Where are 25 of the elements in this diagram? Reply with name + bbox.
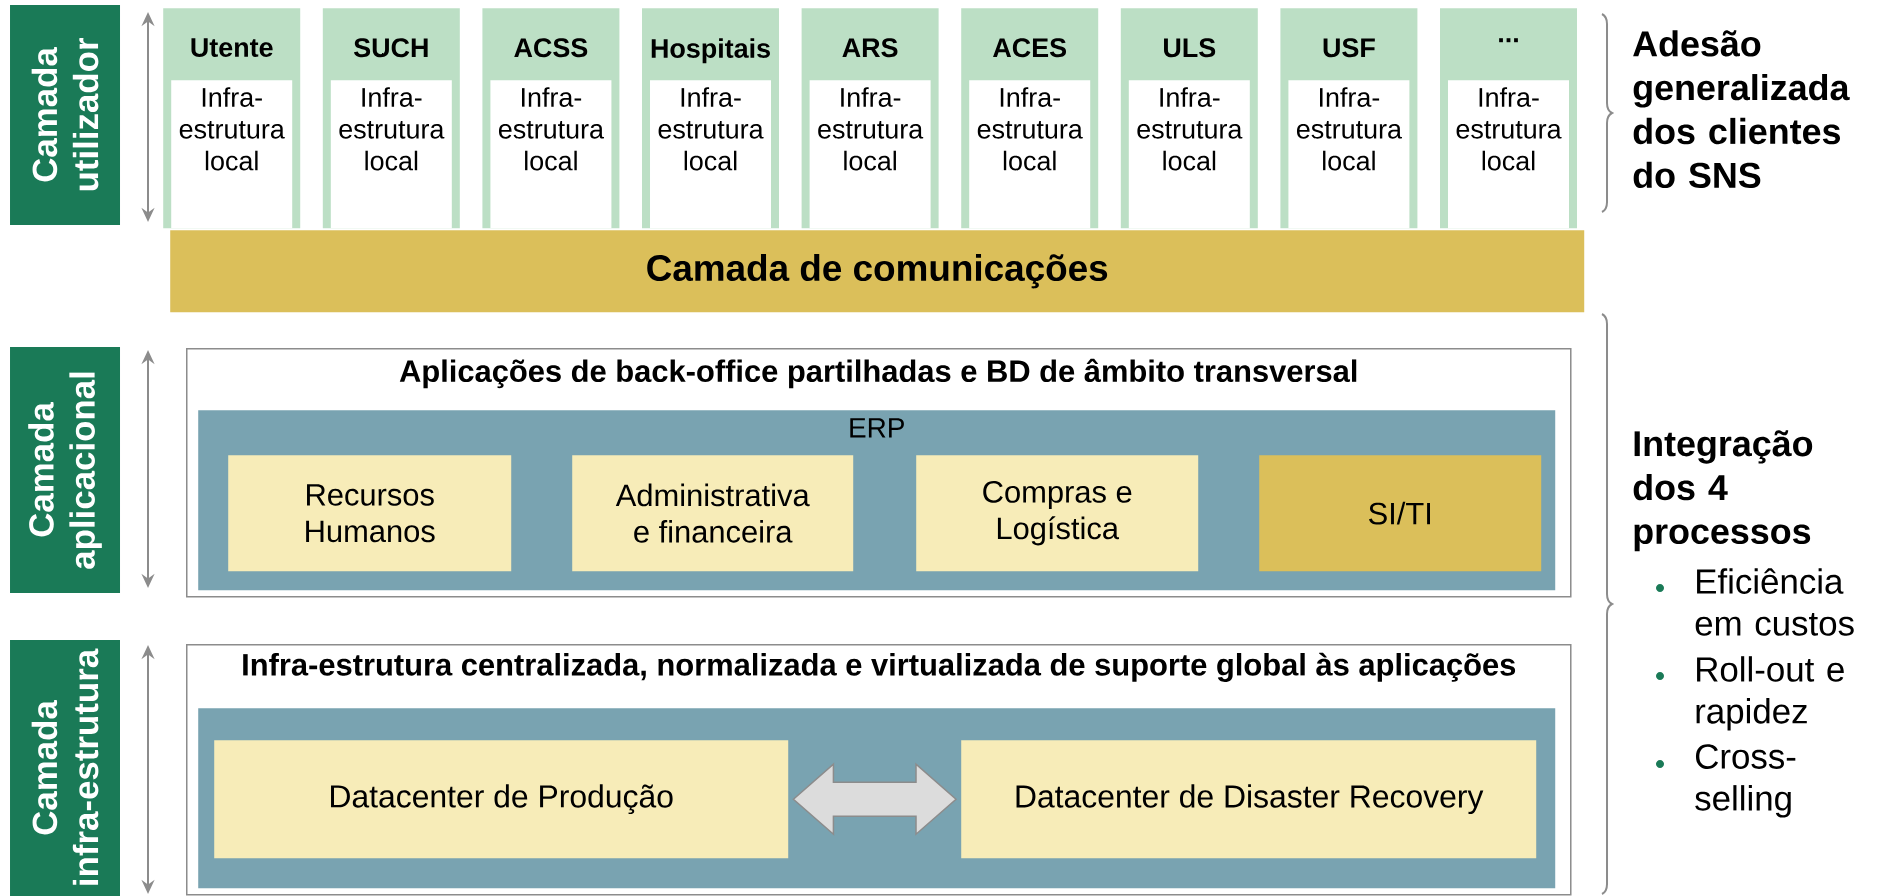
infrastructure-box: Infra-estrutura local — [330, 80, 452, 229]
module-box: Recursos Humanos — [228, 455, 512, 572]
infrastructure-box: Infra-estrutura local — [650, 80, 771, 229]
module-box: Administrativa e financeira — [572, 455, 854, 572]
infrastructure-box: Infra-estrutura local — [1288, 80, 1410, 229]
communications-bar: Camada de comunicações — [170, 230, 1585, 313]
datacenter-box: Datacenter de Disaster Recovery — [961, 740, 1537, 859]
infrastructure-box: Infra-estrutura local — [171, 80, 293, 229]
module-box: SI/TI — [1259, 455, 1542, 572]
layer-label: Camada utilizador — [10, 5, 120, 225]
side-heading: Adesão generalizada dos clientes do SNS — [1633, 30, 1850, 189]
side-heading: Integração dos 4 processos — [1633, 430, 1813, 552]
layer-label: Camada aplicacional — [10, 347, 120, 593]
infrastructure-box: Infra-estrutura local — [1448, 80, 1569, 229]
double-arrow — [792, 762, 958, 836]
infrastructure-box: Infra-estrutura local — [490, 80, 612, 229]
bullet-item: Roll-out e rapidez — [1656, 656, 1844, 731]
infrastructure-box: Infra-estrutura local — [809, 80, 931, 229]
layer-label: Camada infra-estrutura — [10, 640, 120, 896]
infrastructure-box: Infra-estrutura local — [969, 80, 1091, 229]
module-box: Compras e Logística — [916, 455, 1199, 572]
bullet-item: Eficiência em custos — [1656, 568, 1854, 636]
infrastructure-box: Infra-estrutura local — [1128, 80, 1250, 229]
datacenter-box: Datacenter de Produção — [214, 740, 789, 859]
bullet-item: Cross-selling — [1656, 744, 1796, 818]
